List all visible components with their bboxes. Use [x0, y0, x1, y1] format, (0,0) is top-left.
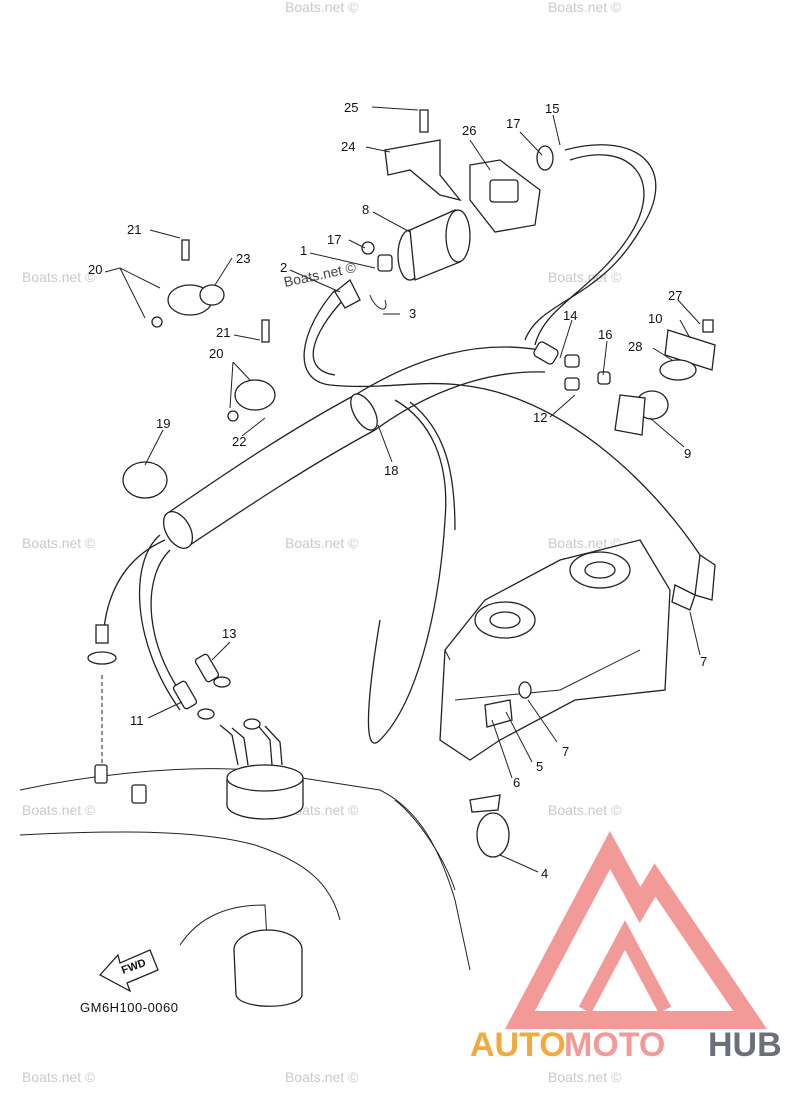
throttle-body [439, 539, 696, 761]
watermark: Boats.net © [22, 802, 96, 818]
callout-20: 20 [88, 262, 102, 277]
callout-14: 14 [563, 308, 577, 323]
callout-11: 11 [130, 713, 144, 728]
callout-4: 4 [541, 866, 548, 881]
callout-17b: 17 [327, 232, 341, 247]
callout-17: 17 [506, 116, 520, 131]
watermark: Boats.net © [548, 802, 622, 818]
logo-moto: MOTO [564, 1026, 665, 1064]
watermark: Boats.net © [22, 535, 96, 551]
callout-12: 12 [533, 410, 547, 425]
callout-9: 9 [684, 446, 691, 461]
hose-fittings [87, 624, 261, 765]
callout-27: 27 [668, 288, 682, 303]
bolt-25 [419, 109, 429, 133]
callout-7: 7 [700, 654, 707, 669]
watermark: Boats.net © [548, 1069, 622, 1085]
callout-28: 28 [628, 339, 642, 354]
clamp-17a [536, 145, 554, 171]
watermark: Boats.net © [22, 269, 96, 285]
logo-auto: AUTO [470, 1026, 566, 1064]
hoses [102, 144, 716, 744]
callout-5: 5 [536, 759, 543, 774]
callout-1: 1 [300, 243, 307, 258]
callout-24: 24 [341, 139, 355, 154]
callout-18: 18 [384, 463, 398, 478]
clamp-4 [476, 812, 510, 858]
watermark: Boats.net © [548, 269, 622, 285]
watermark: Boats.net © [285, 0, 359, 15]
callout-8: 8 [362, 202, 369, 217]
callout-19: 19 [156, 416, 170, 431]
fuel-pump-assembly [94, 721, 304, 820]
watermarks: Boats.net © Boats.net © Boats.net © Boat… [22, 0, 622, 1085]
hull-outline [19, 768, 471, 1007]
pressure-regulator [533, 319, 716, 436]
fuel-filter [334, 109, 554, 310]
callout-23: 23 [236, 251, 250, 266]
callout-21: 21 [127, 222, 141, 237]
callout-2: 2 [280, 260, 287, 275]
watermark: Boats.net © [285, 1069, 359, 1085]
callout-20b: 20 [209, 346, 223, 361]
automotohub-logo: AUTO MOTO HUB [470, 830, 782, 1064]
callout-22: 22 [232, 434, 246, 449]
callout-25: 25 [344, 100, 358, 115]
callout-10: 10 [648, 311, 662, 326]
watermark: Boats.net © [285, 535, 359, 551]
callout-26: 26 [462, 123, 476, 138]
callout-15: 15 [545, 101, 559, 116]
hose-clamps-left [122, 239, 510, 858]
callout-3: 3 [409, 306, 416, 321]
callouts: 25 24 26 17 15 8 17 1 2 3 21 20 23 21 20… [88, 100, 707, 881]
callout-7b: 7 [562, 744, 569, 759]
callout-13: 13 [222, 626, 236, 641]
callout-6: 6 [513, 775, 520, 790]
logo-hub: HUB [708, 1026, 782, 1064]
leader-lines [104, 106, 701, 873]
clamp-19 [122, 461, 168, 499]
bracket-24 [384, 139, 462, 202]
callout-16: 16 [598, 327, 612, 342]
callout-21b: 21 [216, 325, 230, 340]
watermark: Boats.net © [22, 1069, 96, 1085]
diagram-code: GM6H100-0060 [80, 1000, 179, 1015]
watermark: Boats.net © [548, 0, 622, 15]
watermark: Boats.net © [548, 535, 622, 551]
fwd-arrow: FWD [98, 949, 159, 993]
